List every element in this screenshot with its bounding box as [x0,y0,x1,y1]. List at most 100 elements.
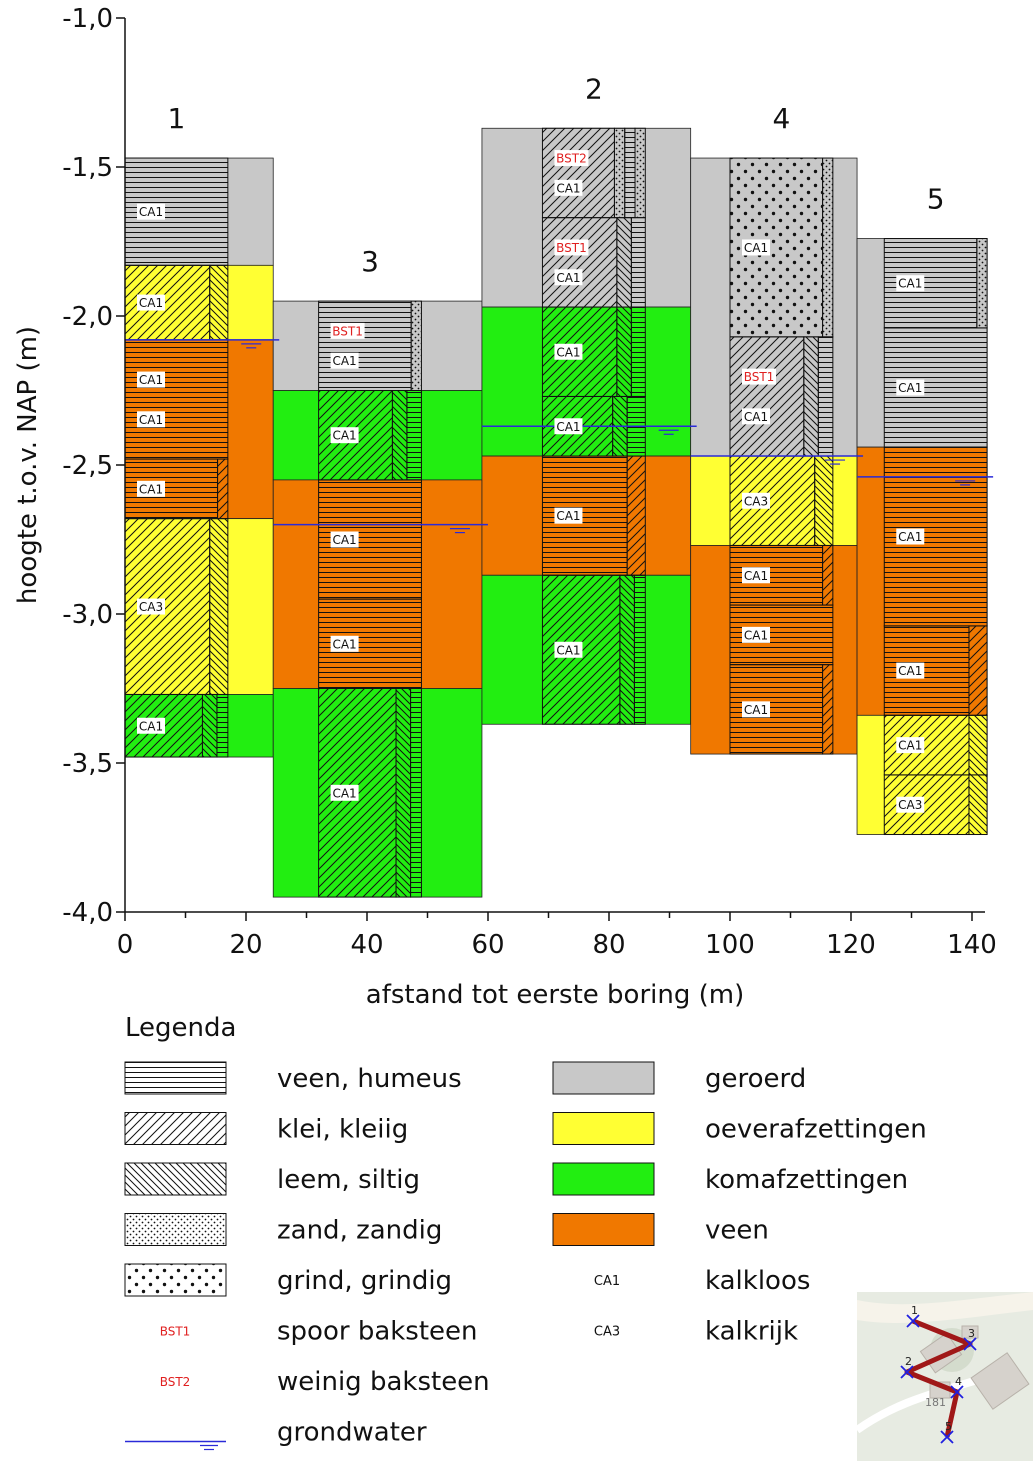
boring-5-layer [883,774,988,836]
layer-label-bg [554,507,583,524]
lime-label: CA3 [744,494,768,508]
boring-2-layer [541,306,646,397]
layer-label-bg [896,737,925,754]
legend-label: spoor baksteen [277,1317,478,1347]
lime-label: CA1 [139,413,163,427]
layer-label-bg [330,784,359,801]
lime-label: CA1 [332,533,356,547]
groundwater-levels [125,339,994,534]
layer-label-bg [137,480,165,497]
lime-label: CA1 [139,205,163,219]
legend-item-veen-humeus: veen, humeus [124,1061,462,1095]
layer-label-bg [554,150,589,167]
layer-label-bg [742,626,770,643]
groundwater-line-3 [273,523,488,534]
legend-swatch-veen [552,1213,655,1246]
hatch-strip-leem [209,518,229,695]
boring-2-layer [541,217,646,308]
layer-label-bg [137,598,165,615]
legend-item-grondwater: grondwater [125,1418,427,1451]
layer-label-bg [742,701,770,718]
boring-number: 1 [168,102,186,135]
lime-label: CA1 [556,509,580,523]
lime-label: CA1 [556,271,580,285]
boring-number: 4 [773,102,791,135]
lime-label: CA1 [744,410,768,424]
layer-label-bg [554,418,583,435]
lime-label: CA1 [898,277,922,291]
layer-label-bg [554,343,583,360]
layer-label-bg [742,408,770,425]
lime-label: CA1 [332,786,356,800]
y-tick-label: -3,5 [62,749,113,779]
layer-label-bg [137,294,165,311]
layer-label-bg [137,203,165,220]
layer-label-bg [137,717,165,734]
legend-item-grind-grindig: grind, grindig [124,1263,452,1297]
lime-label: CA3 [898,798,922,812]
legend-item-zand-zandig: zand, zandig [124,1213,442,1246]
hatch-strip-veen [630,217,646,308]
lime-label: CA1 [556,420,580,434]
brick-label: BST1 [744,370,775,384]
legend-item-komafzettingen: komafzettingen [552,1162,908,1196]
legend-label: weinig baksteen [277,1367,490,1397]
groundwater-line-4 [690,455,864,465]
x-tick-label: 60 [471,930,504,960]
legend-label: oeverafzettingen [705,1115,927,1145]
lime-label: CA1 [898,739,922,753]
x-tick-label: 80 [592,930,625,960]
hatch-strip-veen [817,336,834,457]
hatch-strip-klei [822,664,834,755]
x-axis-label: afstand tot eerste boring (m) [366,980,744,1010]
legend-swatch-geroerd [552,1061,655,1095]
boring-marker [900,1365,914,1379]
layer-label-bg [742,567,770,584]
layer-labels: CA1CA1CA1CA1CA1CA3CA1BST1CA1CA1CA1CA1CA1… [137,150,925,813]
hatch-strip-leem [619,574,635,725]
legend-label: zand, zandig [277,1216,442,1246]
legend-label: geroerd [705,1064,806,1094]
hatch-strip-veen [406,390,422,481]
layer-label-bg [896,528,925,545]
lime-label: CA1 [139,719,163,733]
legend-label: kalkrijk [705,1317,798,1347]
groundwater-line-5 [857,476,994,486]
lime-label: CA1 [744,241,768,255]
hatch-klei [541,127,615,219]
boring-number: 3 [361,245,379,278]
legend-label: grondwater [277,1418,427,1448]
layer-label-bg [742,239,770,256]
layer-label-bg [330,635,359,652]
x-tick-label: 40 [350,930,383,960]
layer-label-bg [742,492,770,509]
hatch-klei [729,336,805,457]
hatch-strip-leem [803,336,819,457]
map-point-label: 2 [905,1355,912,1368]
hatch-strip-veen [624,127,636,219]
layer-label-bg [330,427,359,444]
legend-swatch-grind [124,1263,227,1297]
groundwater-line-2 [481,425,697,435]
hatch-veen [124,339,229,460]
map-point-label: 1 [911,1304,918,1317]
legend-swatch-zand [124,1213,227,1246]
hatch-strip-klei [822,544,834,606]
y-ticks: -1,0-1,5-2,0-2,5-3,0-3,5-4,0 [62,4,125,928]
boring-1-layer [124,339,229,460]
x-tick-label: 100 [705,930,755,960]
brick-label: BST1 [332,324,363,338]
legend-swatch-veen [124,1061,227,1095]
legend-item-geroerd: geroerd [552,1061,806,1095]
layer-label-bg [330,322,365,339]
groundwater-line-1 [125,339,280,349]
map-point-label: 3 [968,1327,975,1340]
hatch-strip-zand [613,127,626,219]
lime-label: CA1 [898,381,922,395]
hatch-strip-leem [391,390,408,481]
